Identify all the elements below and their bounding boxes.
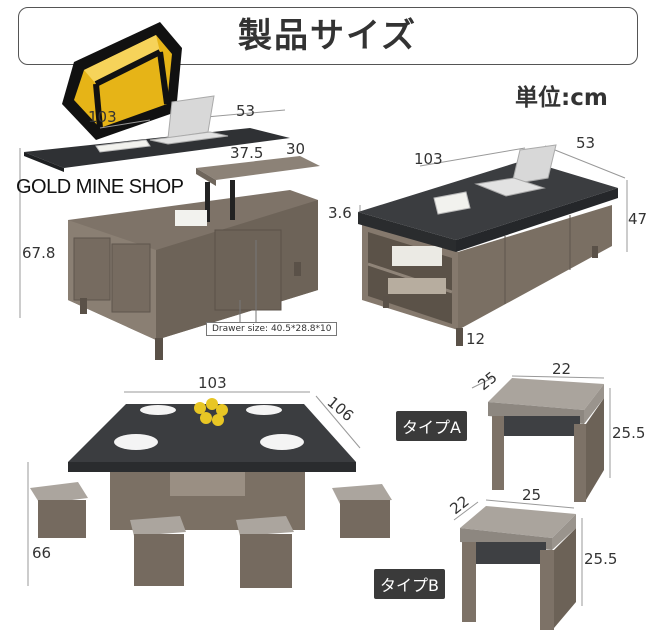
closed-table-width: 103 bbox=[414, 150, 443, 168]
lift-top-table-image bbox=[19, 95, 320, 360]
extended-table-width: 103 bbox=[198, 374, 227, 392]
stool-a-height: 25.5 bbox=[612, 424, 646, 442]
stool-b-image bbox=[453, 499, 583, 630]
stool-b-width: 25 bbox=[522, 486, 542, 504]
extended-table-image bbox=[27, 391, 392, 588]
page-title: 製品サイズ bbox=[238, 16, 417, 56]
lift-table-height: 67.8 bbox=[22, 244, 56, 262]
closed-table-height: 47 bbox=[628, 210, 648, 228]
lift-table-depth: 53 bbox=[236, 102, 256, 120]
stool-a-width: 22 bbox=[552, 360, 572, 378]
stool-b-height: 25.5 bbox=[584, 550, 618, 568]
closed-table-image bbox=[358, 144, 628, 346]
lift-table-width: 103 bbox=[88, 108, 117, 126]
extended-table-height: 66 bbox=[32, 544, 52, 562]
lift-top-depth: 30 bbox=[286, 140, 306, 158]
logo-icon bbox=[62, 22, 182, 140]
closed-table-depth: 53 bbox=[576, 134, 596, 152]
stool-b-label: タイプB bbox=[374, 569, 445, 599]
title-frame bbox=[18, 7, 638, 65]
stool-a-label: タイプA bbox=[396, 411, 467, 441]
closed-table-top-thickness: 3.6 bbox=[328, 204, 352, 222]
stool-a-image bbox=[471, 375, 611, 502]
brand-watermark: GOLD MINE SHOP bbox=[16, 176, 184, 198]
drawer-size-note: Drawer size: 40.5*28.8*10 bbox=[206, 322, 338, 336]
closed-table-leg: 12 bbox=[466, 330, 486, 348]
lift-top-width: 37.5 bbox=[230, 144, 264, 162]
unit-label: 単位:cm bbox=[515, 85, 608, 111]
